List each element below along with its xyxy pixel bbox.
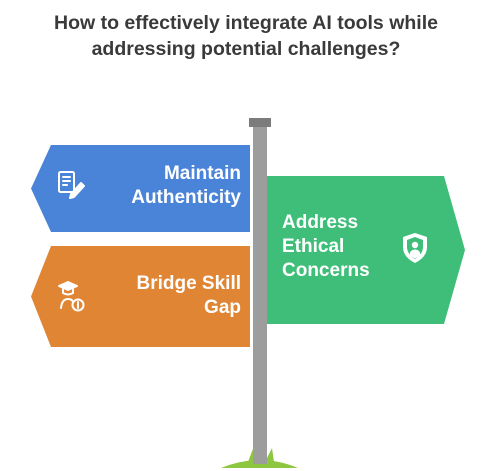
diagram-title-line-2: addressing potential challenges?: [91, 38, 401, 60]
sign-maintain-authenticity-label: Maintain Authenticity: [96, 162, 241, 210]
sign-maintain-line-2: Authenticity: [131, 187, 241, 208]
sign-address-ethical-concerns: [267, 176, 465, 324]
signpost-cap: [249, 118, 271, 127]
diagram-title-line-1: How to effectively integrate AI tools wh…: [54, 12, 438, 34]
signpost-pole: [253, 120, 267, 464]
sign-ethical-line-2: Ethical: [282, 236, 345, 257]
sign-bridge-skill-gap-label: Bridge Skill Gap: [96, 272, 241, 320]
sign-bridge-line-1: Bridge Skill: [136, 273, 241, 294]
sign-bridge-skill-gap: [31, 246, 250, 347]
sign-ethical-line-3: Concerns: [282, 260, 370, 281]
document-pen-icon: [58, 171, 85, 199]
shield-person-icon: [403, 233, 427, 263]
sign-address-ethical-concerns-label: Address Ethical Concerns: [282, 211, 392, 283]
sign-bridge-line-2: Gap: [204, 297, 241, 318]
sign-maintain-authenticity: [31, 145, 250, 232]
sign-maintain-line-1: Maintain: [163, 163, 241, 184]
diagram-title: How to effectively integrate AI tools wh…: [0, 10, 492, 62]
graduate-money-icon: [58, 281, 85, 312]
sign-ethical-line-1: Address: [282, 212, 359, 233]
